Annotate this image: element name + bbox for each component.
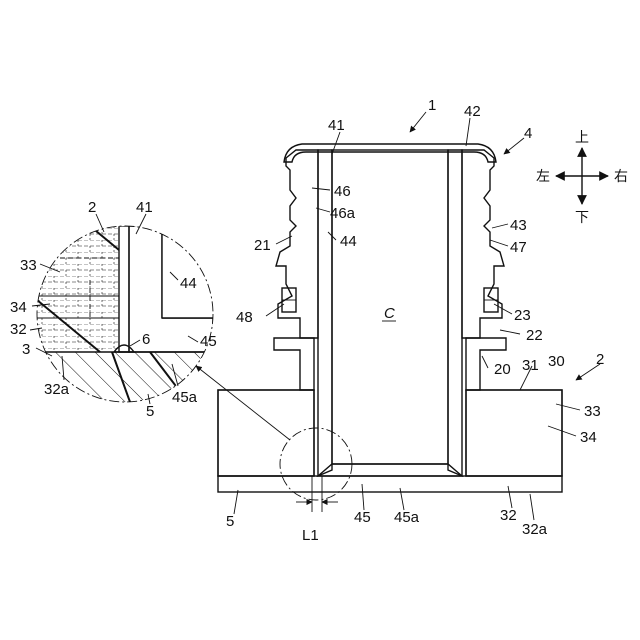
direction-left-label: 左 [536,169,550,185]
label-20: 20 [494,361,511,378]
label-45a: 45a [394,509,420,526]
inset-label-45a: 45a [172,389,198,406]
label-22: 22 [526,327,543,344]
inset-label-2: 2 [88,199,96,216]
inset-label-44: 44 [180,275,197,292]
base-plate-5 [218,476,562,492]
inset-label-32a: 32a [44,381,70,398]
inset-label-6: 6 [142,331,150,348]
inset-label-3: 3 [22,341,30,358]
inset-label-41: 41 [136,199,153,216]
label-cavity: C [384,305,395,322]
container-wall-left [318,150,332,476]
label-48: 48 [236,309,253,326]
inset-label-32: 32 [10,321,27,338]
label-45: 45 [354,509,371,526]
label-23: 23 [514,307,531,324]
packing-48 [282,288,296,312]
label-33: 33 [584,403,601,420]
label-34: 34 [580,429,597,446]
label-42: 42 [464,103,481,120]
label-4: 4 [524,125,532,142]
label-21: 21 [254,237,271,254]
container-wall-right [448,150,462,476]
label-l1: L1 [302,527,319,544]
inset-label-5: 5 [146,403,154,420]
label-32a: 32a [522,521,548,538]
label-32: 32 [500,507,517,524]
inset-label-34: 34 [10,299,27,316]
label-47: 47 [510,239,527,256]
label-44: 44 [340,233,357,250]
neck-20 [274,338,506,390]
direction-down-label: 下 [575,210,589,226]
label-41: 41 [328,117,345,134]
container-bottom-45 [318,464,462,476]
label-5: 5 [226,513,234,530]
detail-leader [196,366,290,440]
direction-indicator: 上 下 左 右 [536,130,628,226]
dimension-l1 [296,476,338,512]
label-2-main: 2 [596,351,604,368]
label-46: 46 [334,183,351,200]
label-30: 30 [548,353,565,370]
label-46a: 46a [330,205,356,222]
packing-23 [484,288,498,312]
label-31: 31 [522,357,539,374]
direction-up-label: 上 [575,130,589,146]
housing-block-right [466,390,562,476]
inset-label-45: 45 [200,333,217,350]
housing-block-left [218,390,314,476]
cap-rim-42 [284,144,496,162]
direction-right-label: 右 [614,169,628,185]
inset-label-33: 33 [20,257,37,274]
label-43: 43 [510,217,527,234]
label-1: 1 [428,97,436,114]
